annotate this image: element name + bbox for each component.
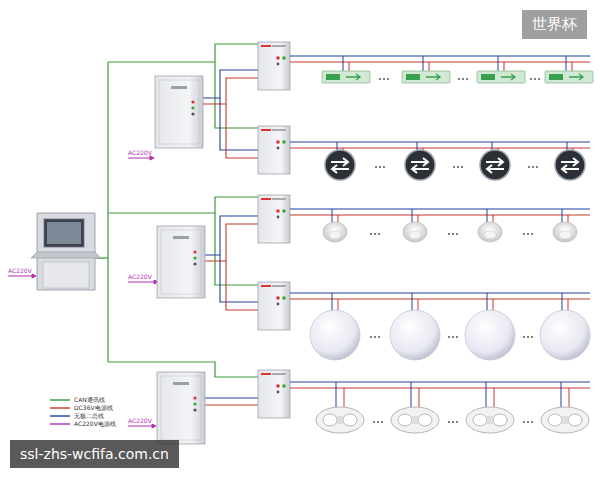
legend: CAN通讯线DC36V电源线无极二总线AC220V电源线 — [50, 396, 116, 428]
legend-text: CAN通讯线 — [74, 396, 105, 405]
legend-line-sample — [50, 421, 70, 427]
power-input-label: AC220V — [128, 417, 152, 424]
legend-text: AC220V电源线 — [74, 420, 116, 429]
legend-row: DC36V电源线 — [50, 404, 116, 412]
watermark-url: ssl-zhs-wcfifa.com.cn — [10, 440, 179, 468]
watermark-tag: 世界杯 — [522, 10, 587, 39]
legend-text: 无极二总线 — [74, 412, 104, 421]
power-input-label: AC220V — [128, 273, 152, 280]
legend-line-sample — [50, 405, 70, 411]
legend-line-sample — [50, 397, 70, 403]
legend-text: DC36V电源线 — [74, 404, 113, 413]
legend-row: CAN通讯线 — [50, 396, 116, 404]
legend-line-sample — [50, 413, 70, 419]
power-input-label: AC220V — [128, 149, 152, 156]
legend-row: AC220V电源线 — [50, 420, 116, 428]
legend-row: 无极二总线 — [50, 412, 116, 420]
power-input-label: AC220V — [8, 267, 32, 274]
